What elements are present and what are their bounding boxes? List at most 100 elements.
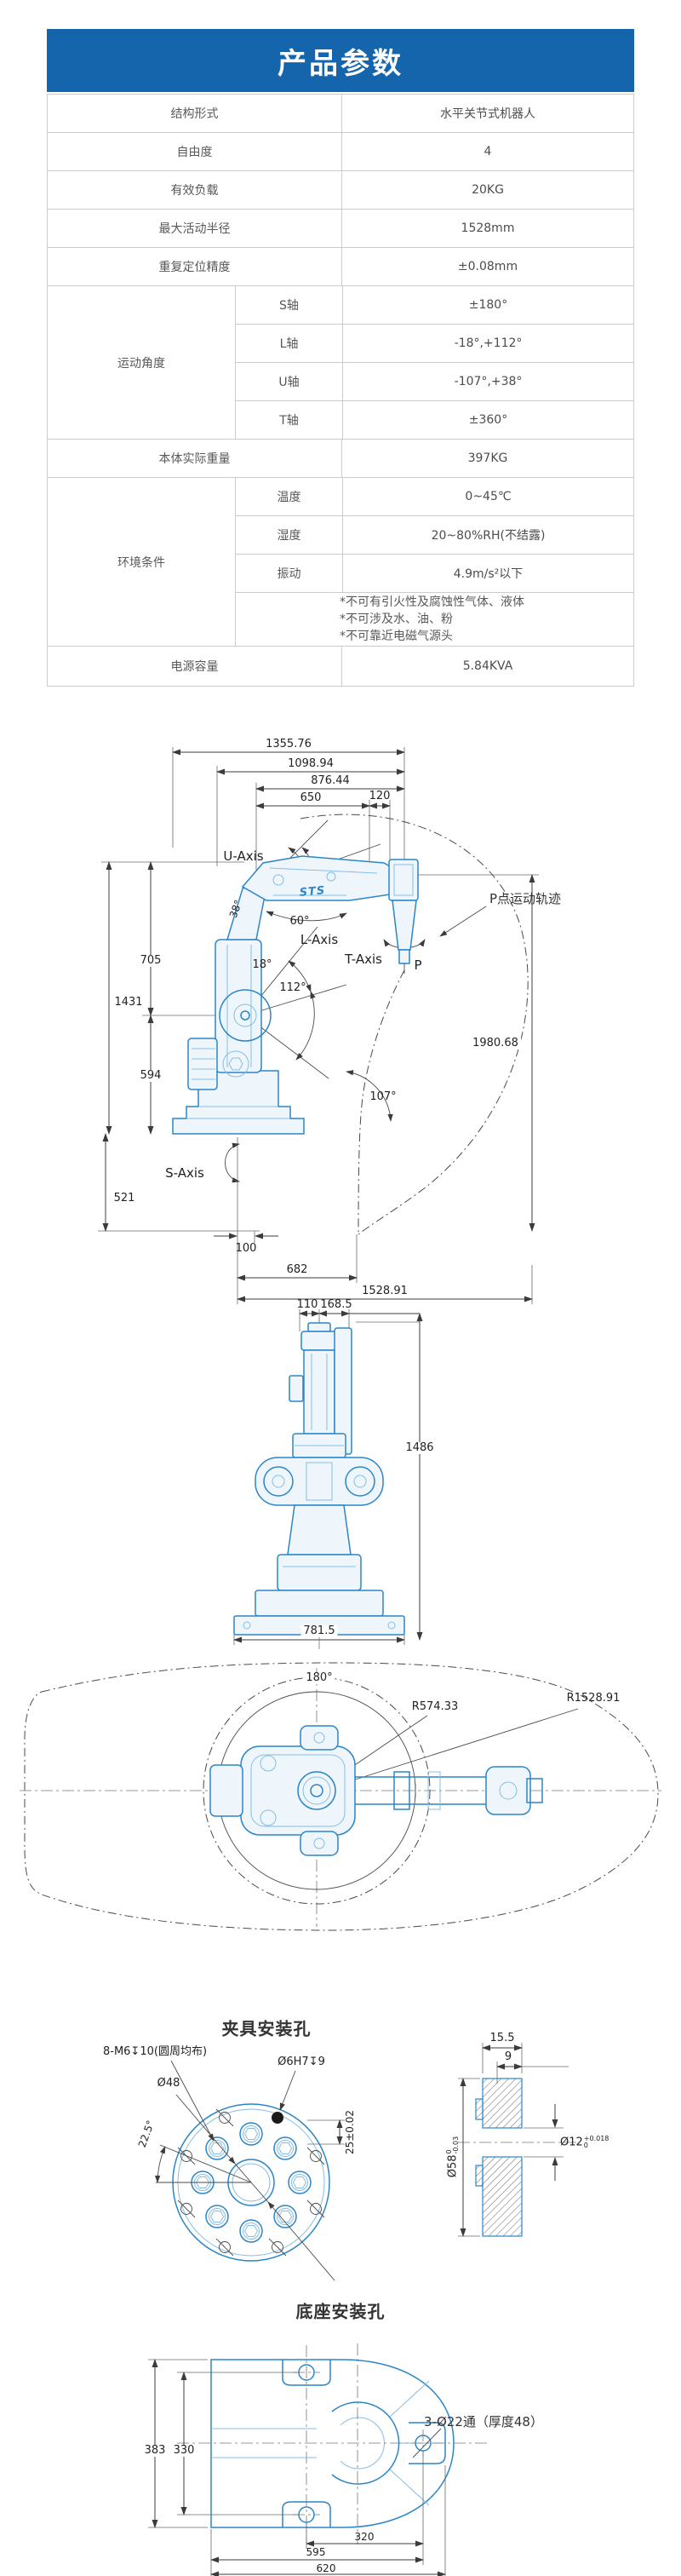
p-point-label: P bbox=[414, 957, 422, 973]
table-row: 温度 0~45℃ bbox=[236, 478, 633, 515]
dim-320: 320 bbox=[354, 2531, 375, 2543]
dim-1980: 1980.68 bbox=[470, 1038, 521, 1049]
table-row: 本体实际重量 397KG bbox=[48, 439, 633, 477]
table-row: 重复定位精度 ±0.08mm bbox=[48, 247, 633, 285]
axis-value: -18°,+112° bbox=[454, 336, 523, 350]
dim-705: 705 bbox=[137, 955, 164, 967]
dia12-base: Ø12 bbox=[560, 2136, 583, 2149]
radius-574: R574.33 bbox=[411, 1700, 459, 1713]
flange-section-geometry bbox=[458, 2043, 579, 2237]
motion-angle-group: 运动角度 S轴 ±180° L轴 -18°,+112° U轴 -107°,+38… bbox=[48, 285, 633, 439]
row-label: 重复定位精度 bbox=[48, 248, 342, 285]
dim-521: 521 bbox=[111, 1193, 138, 1205]
front-view-geometry bbox=[233, 1309, 423, 1650]
dim-168: 168.5 bbox=[320, 1298, 352, 1311]
row-label: 有效负载 bbox=[48, 171, 342, 209]
side-view-geometry bbox=[98, 747, 539, 1304]
note-line: *不可靠近电磁气源头 bbox=[340, 630, 453, 643]
env-value: 20~80%RH(不结露) bbox=[431, 529, 546, 543]
dia58-base: Ø58 bbox=[446, 2154, 460, 2178]
dim-682: 682 bbox=[286, 1263, 308, 1276]
row-value: 397KG bbox=[467, 451, 508, 465]
row-value: 水平关节式机器人 bbox=[440, 107, 535, 121]
radius-1528: R1528.91 bbox=[566, 1692, 621, 1705]
dia12-sup: +0.018 bbox=[583, 2135, 609, 2142]
dia58-sub: -0.03 bbox=[452, 2136, 460, 2154]
dim-110: 110 bbox=[296, 1298, 318, 1311]
u-axis-label: U-Axis bbox=[223, 848, 264, 864]
dim-25: 25±0.02 bbox=[344, 2109, 356, 2155]
front-view-drawing: 110 168.5 1486 781.5 bbox=[128, 1274, 485, 1657]
table-row: U轴 -107°,+38° bbox=[236, 362, 633, 400]
robot-top-body bbox=[209, 1725, 543, 1856]
robot-front-body bbox=[233, 1322, 405, 1636]
top-view-geometry bbox=[20, 1662, 661, 1931]
spec-table: 结构形式 水平关节式机器人 自由度 4 有效负载 20KG 最大活动半径 152… bbox=[47, 94, 634, 687]
dia-48: Ø48 bbox=[157, 2077, 180, 2090]
dim-650: 650 bbox=[300, 791, 322, 804]
row-label: 最大活动半径 bbox=[48, 210, 342, 247]
note-line: *不可有引火性及腐蚀性气体、液体 bbox=[340, 595, 524, 609]
dim-1098: 1098.94 bbox=[288, 757, 334, 770]
table-row: 湿度 20~80%RH(不结露) bbox=[236, 515, 633, 554]
env-value: 0~45℃ bbox=[465, 490, 512, 503]
angle-107: 107° bbox=[369, 1090, 397, 1103]
row-value: 4 bbox=[484, 145, 492, 158]
dim-1355: 1355.76 bbox=[266, 738, 312, 750]
env-label: 振动 bbox=[236, 555, 343, 592]
table-row: 最大活动半径 1528mm bbox=[48, 209, 633, 247]
axis-label: T轴 bbox=[236, 401, 343, 439]
dim-594: 594 bbox=[137, 1070, 164, 1082]
angle-180: 180° bbox=[303, 1672, 335, 1684]
row-value: 20KG bbox=[472, 183, 504, 197]
group-label: 环境条件 bbox=[48, 478, 236, 646]
base-mount-drawing: 底座安装孔 383 330 320 595 620 3-Ø22通（厚度48） bbox=[60, 2296, 621, 2576]
marked-dowel-hole bbox=[272, 2112, 283, 2124]
table-row: 振动 4.9m/s²以下 bbox=[236, 554, 633, 592]
axis-label: L轴 bbox=[236, 325, 343, 362]
dim-330: 330 bbox=[170, 2445, 197, 2457]
table-row: T轴 ±360° bbox=[236, 400, 633, 439]
base-mount-geometry bbox=[148, 2343, 490, 2576]
dim-595: 595 bbox=[306, 2546, 326, 2558]
table-row: S轴 ±180° bbox=[236, 286, 633, 324]
table-row: L轴 -18°,+112° bbox=[236, 324, 633, 362]
p-trajectory-label: P点运动轨迹 bbox=[489, 891, 562, 906]
angle-60: 60° bbox=[289, 915, 310, 928]
environment-notes: *不可有引火性及腐蚀性气体、液体 *不可涉及水、油、粉 *不可靠近电磁气源头 bbox=[236, 592, 633, 646]
row-label: 结构形式 bbox=[48, 95, 342, 132]
note-line: *不可涉及水、油、粉 bbox=[340, 612, 453, 626]
base-holes-note: 3-Ø22通（厚度48） bbox=[424, 2414, 543, 2429]
dia-6h7: Ø6H7↧9 bbox=[278, 2056, 325, 2068]
axis-value: -107°,+38° bbox=[454, 375, 523, 388]
axis-label: S轴 bbox=[236, 286, 343, 324]
dim-1486: 1486 bbox=[403, 1442, 437, 1454]
top-view-drawing: 180° R574.33 R1528.91 bbox=[13, 1644, 668, 1985]
env-value: 4.9m/s²以下 bbox=[453, 567, 524, 581]
flange-face-drawing: 夹具安装孔 8-M6↧10(圆周均布) Ø48 Ø6H7↧9 22.5° 25±… bbox=[47, 2015, 387, 2296]
axis-label: U轴 bbox=[236, 363, 343, 400]
flange-title: 夹具安装孔 bbox=[221, 2018, 312, 2039]
row-value: ±0.08mm bbox=[457, 260, 518, 273]
dim-9: 9 bbox=[504, 2050, 512, 2063]
s-axis-label: S-Axis bbox=[165, 1165, 204, 1181]
table-row: 电源容量 5.84KVA bbox=[48, 646, 633, 686]
row-label: 自由度 bbox=[48, 133, 342, 170]
angle-18: 18° bbox=[252, 958, 272, 971]
row-label: 电源容量 bbox=[48, 647, 342, 686]
group-label: 运动角度 bbox=[48, 286, 236, 439]
row-value: 5.84KVA bbox=[462, 659, 513, 673]
env-label: 湿度 bbox=[236, 516, 343, 554]
dim-1431: 1431 bbox=[112, 997, 146, 1009]
dim-876: 876.44 bbox=[311, 774, 350, 787]
base-title: 底座安装孔 bbox=[295, 2301, 386, 2322]
page-title: 产品参数 bbox=[47, 29, 634, 92]
dim-100: 100 bbox=[235, 1242, 257, 1255]
robot-side-body bbox=[172, 855, 419, 1135]
flange-face-geometry bbox=[154, 2060, 345, 2281]
row-label: 本体实际重量 bbox=[48, 440, 342, 477]
dia12-sub: 0 bbox=[583, 2142, 588, 2149]
work-envelope bbox=[300, 814, 529, 1235]
